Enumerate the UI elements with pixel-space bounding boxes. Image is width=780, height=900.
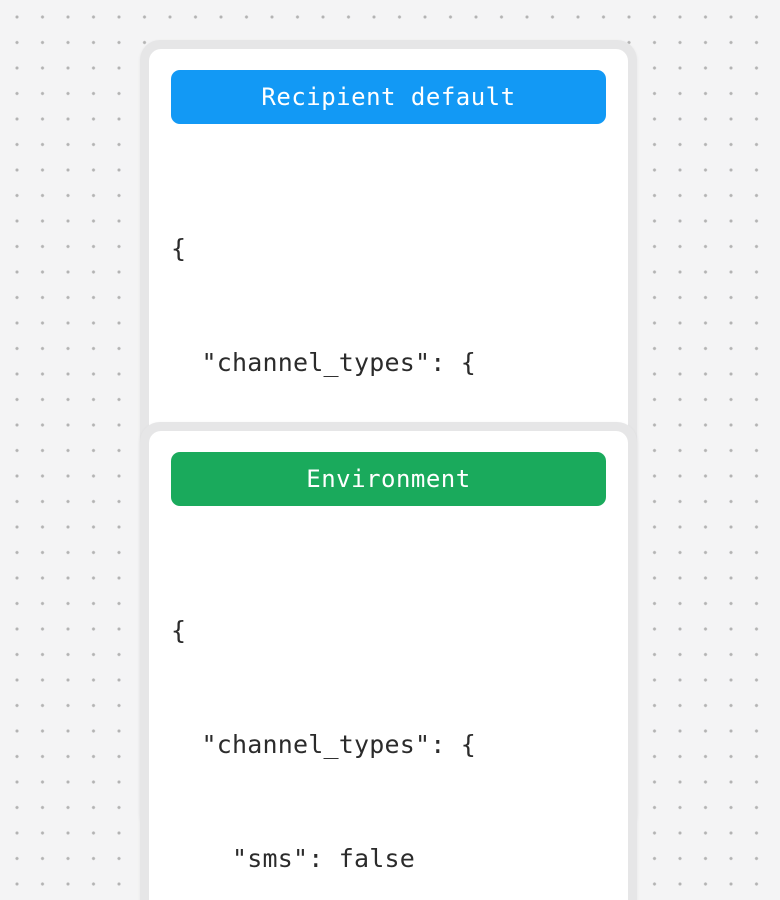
environment-card-body: Environment { "channel_types": { "sms": …	[149, 431, 628, 900]
recipient-default-badge-label: Recipient default	[261, 83, 516, 111]
code-line: {	[171, 616, 187, 645]
code-line: "sms": false	[171, 844, 416, 873]
recipient-default-badge: Recipient default	[171, 70, 606, 124]
environment-json: { "channel_types": { "sms": false }, "ca…	[171, 536, 606, 900]
environment-badge: Environment	[171, 452, 606, 506]
environment-badge-label: Environment	[306, 465, 471, 493]
code-line: "channel_types": {	[171, 730, 477, 759]
code-line: {	[171, 234, 187, 263]
code-line: "channel_types": {	[171, 348, 477, 377]
environment-card: Environment { "channel_types": { "sms": …	[140, 422, 637, 900]
